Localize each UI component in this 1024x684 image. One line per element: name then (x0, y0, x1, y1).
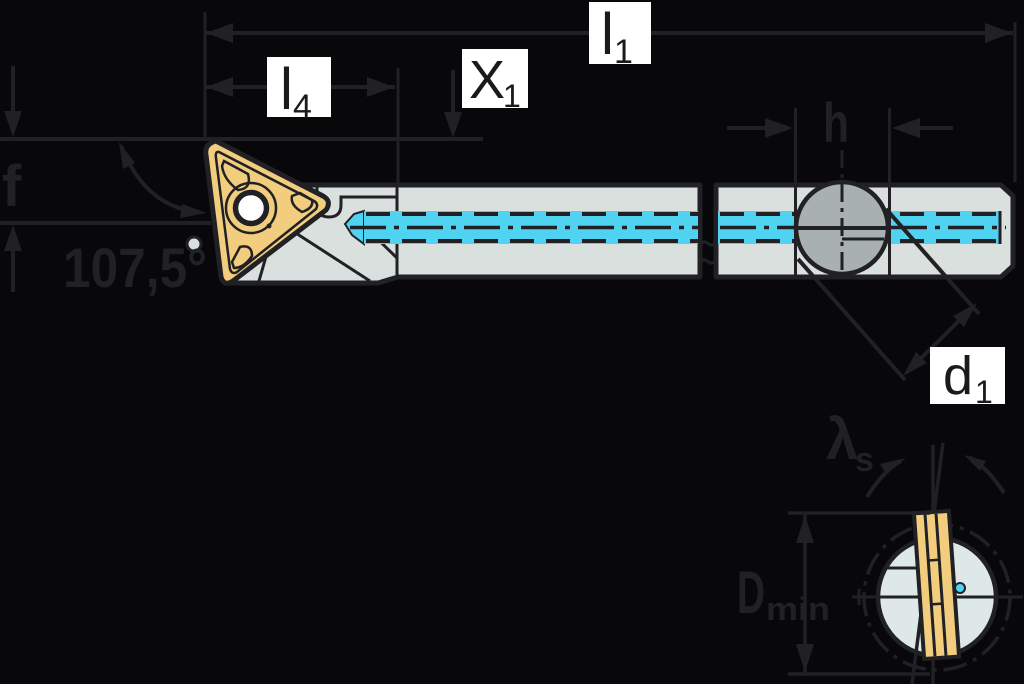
l4-arrow-right (367, 77, 394, 97)
l1-arrow-right (985, 23, 1012, 43)
l1-box (589, 2, 651, 64)
end-insert-body (911, 508, 962, 662)
end-insert-tick-2 (931, 602, 943, 606)
insert-screw-hole (232, 189, 270, 227)
facet-2 (287, 226, 371, 283)
label-box-l1: l 1 (589, 2, 651, 71)
d1-box (930, 347, 1005, 404)
l4-arrow-left (206, 77, 233, 97)
label-lambda-sub: s (855, 441, 874, 479)
d1-tangent-upper (884, 207, 981, 316)
label-f: f (2, 154, 22, 219)
x1-arrow-down (444, 112, 462, 138)
label-lambda-main: λ (826, 407, 858, 472)
label-box-x1: X 1 (462, 49, 528, 114)
end-insert-tick-1 (928, 558, 940, 562)
end-insert-groove-2 (934, 513, 948, 656)
label-d1-sub: 1 (975, 374, 993, 410)
dmin-arrow-top (796, 515, 814, 543)
f-arrow-bottom (4, 225, 22, 251)
label-l1-sub: 1 (614, 33, 633, 71)
label-h: h (823, 91, 849, 154)
insert-hole-ring (224, 181, 278, 235)
label-x1-main: X (469, 50, 505, 110)
insert-chipbreaker-top (220, 159, 251, 192)
label-l4-main: l (280, 57, 293, 122)
coolant-channel (343, 209, 1006, 246)
d1-arrow-head-upper (953, 303, 977, 327)
angle-arrow-end (180, 204, 207, 218)
insert-chipbreaker-bottom (230, 245, 254, 270)
label-x1-sub: 1 (503, 78, 521, 114)
break-symbol (699, 240, 717, 265)
clamp-pin (793, 150, 891, 278)
dim-d1 (796, 207, 981, 382)
end-insert-groove-1 (923, 514, 937, 657)
label-l1-main: l (601, 2, 614, 67)
insert-chipbreaker-right (290, 191, 314, 214)
screw-tip-circle (185, 235, 203, 253)
label-dmin-sub: min (766, 591, 830, 627)
dim-h (727, 108, 953, 278)
label-dmin-main: D (737, 559, 765, 626)
label-box-l4: l 4 (267, 57, 331, 126)
label-l4-sub: 4 (293, 88, 312, 126)
insert-trigon (203, 138, 331, 286)
dim-f (0, 66, 483, 292)
h-arrow-left (765, 118, 793, 138)
end-view-insert (911, 508, 962, 662)
dmin-arrow-bottom (796, 644, 814, 672)
label-lead-angle: 107,5° (63, 236, 207, 299)
h-arrow-right (892, 118, 920, 138)
angle-arrow-top (119, 142, 135, 169)
d1-tangent-lower (796, 257, 907, 382)
coolant-outlet-dot (954, 582, 966, 594)
lambda-arrow-left (880, 458, 906, 474)
x1-box (462, 49, 528, 108)
end-view (788, 442, 1023, 684)
l1-arrow-left (206, 23, 233, 43)
label-box-d1: d 1 (930, 346, 1005, 410)
label-d1-main: d (943, 346, 973, 406)
angle-107-5 (119, 142, 207, 218)
lambda-arrow-right (964, 455, 986, 471)
angle-arc (119, 145, 201, 214)
insert-inset-outline (214, 150, 319, 275)
insert-dot (266, 223, 272, 229)
d1-arrow-head-lower (903, 352, 927, 376)
l4-box (267, 57, 331, 117)
f-arrow-top (4, 111, 22, 137)
